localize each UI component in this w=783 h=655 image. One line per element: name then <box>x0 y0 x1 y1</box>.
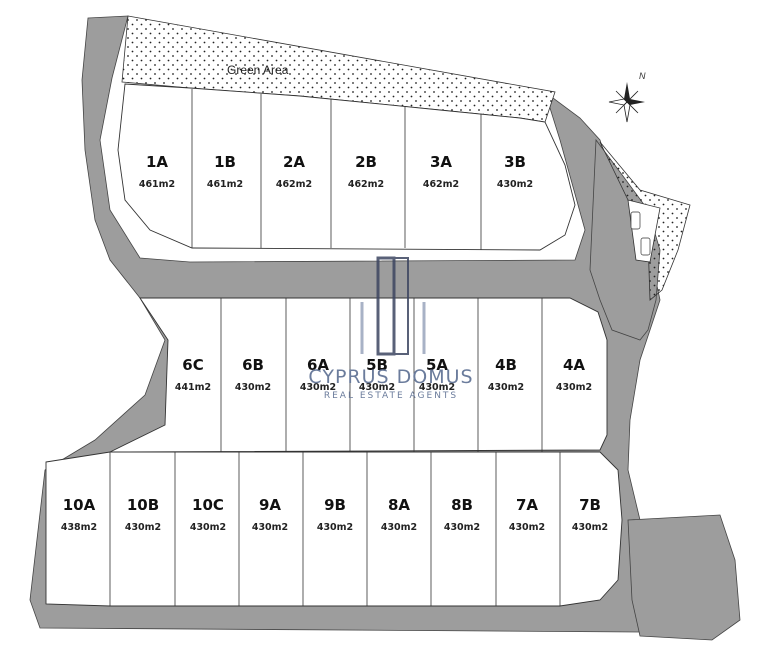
plot-label-4a: 4A <box>563 356 585 374</box>
plot-label-2b: 2B <box>355 153 377 171</box>
plot-label-4b: 4B <box>495 356 517 374</box>
cyprus-domus-logo <box>360 256 426 356</box>
watermark-title: CYPRUS DOMUS <box>308 366 473 388</box>
plot-label-8b: 8B <box>451 496 473 514</box>
plot-area-6b: 430m2 <box>235 382 271 393</box>
plot-area-3b: 430m2 <box>497 179 533 190</box>
block-middle-outline <box>109 297 608 453</box>
plot-area-10c: 430m2 <box>190 522 226 533</box>
plot-label-6a: 6A <box>307 356 329 374</box>
block-bottom-outline <box>45 451 623 607</box>
block-middle-dividers <box>220 298 543 452</box>
plot-area-8b: 430m2 <box>444 522 480 533</box>
plot-label-9b: 9B <box>324 496 346 514</box>
block-bottom-dividers <box>109 452 561 606</box>
green-area-dots <box>122 16 555 122</box>
plot-label-10c: 10C <box>192 496 224 514</box>
plot-area-7a: 430m2 <box>509 522 545 533</box>
parking-car-2 <box>640 237 651 256</box>
plot-area-1b: 461m2 <box>207 179 243 190</box>
plot-area-6a: 430m2 <box>300 382 336 393</box>
plot-area-1a: 461m2 <box>139 179 175 190</box>
block-middle-labels: 6C 441m2 6B 430m2 6A 430m2 5B 430m2 5A 430m2 4B 430… <box>175 356 592 393</box>
block-bottom-labels: 10A 438m2 10B 430m2 10C 430m2 9A 430m2 9B 430m2 8A… <box>61 496 608 533</box>
plot-label-6c: 6C <box>182 356 203 374</box>
plot-area-3a: 462m2 <box>423 179 459 190</box>
plot-area-2a: 462m2 <box>276 179 312 190</box>
plot-label-2a: 2A <box>283 153 305 171</box>
block-top-labels: 1A 461m2 1B 461m2 2A 462m2 2B 462m2 3A 462m2 3B 430… <box>139 153 533 190</box>
plot-label-10a: 10A <box>63 496 96 514</box>
plot-area-9b: 430m2 <box>317 522 353 533</box>
plot-area-6c: 441m2 <box>175 382 211 393</box>
plot-label-7a: 7A <box>516 496 538 514</box>
plot-area-9a: 430m2 <box>252 522 288 533</box>
plot-area-5b: 430m2 <box>359 382 395 393</box>
road-southeast <box>627 514 741 641</box>
plot-label-1a: 1A <box>146 153 168 171</box>
plot-area-4b: 430m2 <box>488 382 524 393</box>
plot-label-9a: 9A <box>259 496 281 514</box>
plot-label-5b: 5B <box>366 356 388 374</box>
plot-area-2b: 462m2 <box>348 179 384 190</box>
plot-area-7b: 430m2 <box>572 522 608 533</box>
north-label: N <box>639 71 646 81</box>
plot-area-10b: 430m2 <box>125 522 161 533</box>
plot-label-10b: 10B <box>127 496 159 514</box>
plot-label-3a: 3A <box>430 153 452 171</box>
plot-label-6b: 6B <box>242 356 264 374</box>
north-arrow-icon <box>608 82 645 123</box>
plot-area-4a: 430m2 <box>556 382 592 393</box>
plot-label-8a: 8A <box>388 496 410 514</box>
plot-label-3b: 3B <box>504 153 526 171</box>
plot-label-5a: 5A <box>426 356 448 374</box>
plot-area-5a: 430m2 <box>419 382 455 393</box>
plot-area-8a: 430m2 <box>381 522 417 533</box>
block-top-outline <box>117 83 576 251</box>
plot-label-1b: 1B <box>214 153 236 171</box>
block-top-dividers <box>191 89 482 250</box>
plot-area-10a: 438m2 <box>61 522 97 533</box>
parking-car-1 <box>630 211 641 230</box>
plot-label-7b: 7B <box>579 496 601 514</box>
watermark-subtitle: REAL ESTATE AGENTS <box>324 391 458 401</box>
green-area-label: Green Area <box>227 63 289 77</box>
